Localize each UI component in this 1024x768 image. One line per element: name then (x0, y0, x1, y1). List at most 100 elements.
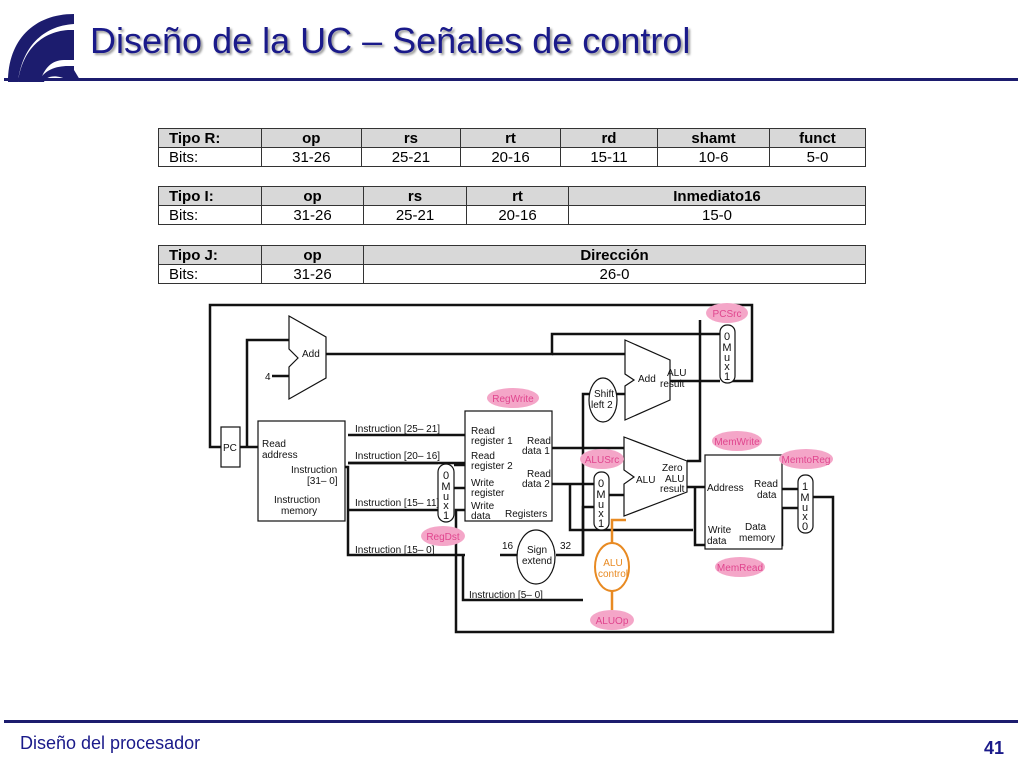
registers-label: register (471, 488, 505, 499)
table-cell: rt (460, 128, 561, 148)
mux-glyph: 0 (598, 478, 604, 490)
table-cell: Bits: (158, 264, 262, 284)
dmem-label: data (757, 490, 777, 501)
signal-bubble (779, 449, 833, 469)
alu-control-labels: ALU control (598, 558, 628, 580)
mux-glyph: 1 (598, 518, 604, 530)
add-label: Add (302, 349, 320, 360)
mux-glyph: u (443, 491, 449, 503)
table-cell: 31-26 (261, 264, 364, 284)
table-cell: Dirección (363, 245, 866, 265)
alu-output-label: ALU (665, 474, 684, 485)
format-table-r: Tipo R: op rs rt rd shamt funct Bits: 31… (158, 128, 867, 167)
instr-field-label: Instruction [25– 21] (355, 424, 440, 435)
table-header-row: Tipo J: op Dirección (158, 245, 866, 265)
mux-glyph: 1 (443, 510, 449, 522)
instr-field-label: Instruction [15– 11] (355, 498, 440, 509)
imem-label: Read (262, 439, 286, 450)
shift-label: left 2 (591, 400, 613, 411)
alu-control (594, 542, 630, 592)
control-signal-labels: PCSrc RegWrite ALUSrc MemWrite MemtoReg … (426, 309, 830, 627)
mux-glyph: M (596, 489, 605, 501)
registers-label: register 1 (471, 436, 513, 447)
signal-label-memread: MemRead (717, 563, 763, 574)
shift-left-2 (588, 377, 618, 423)
signal-label-aluop: ALUOp (596, 616, 629, 627)
table-row: Bits: 31-26 25-21 20-16 15-0 (158, 205, 866, 225)
datapath-wires (208, 303, 835, 634)
mux-glyph: x (443, 500, 449, 512)
table-cell: 15-11 (559, 147, 659, 167)
alu-output-label: result (660, 484, 685, 495)
signal-label-regdst: RegDst (426, 532, 460, 543)
instruction-memory (257, 420, 346, 522)
table-cell: Tipo I: (158, 186, 262, 206)
signal-label-alusrc: ALUSrc (585, 455, 619, 466)
table-cell: 31-26 (261, 147, 362, 167)
registers-label: Read (471, 451, 495, 462)
signal-label-memwrite: MemWrite (714, 437, 760, 448)
mux-glyph: u (724, 352, 730, 364)
imem-label: memory (281, 506, 317, 517)
table-cell: 15-0 (568, 205, 866, 225)
alu (623, 436, 688, 517)
page-number: 41 (984, 738, 1005, 758)
sign-extend (516, 529, 556, 585)
table-header-row: Tipo R: op rs rt rd shamt funct (158, 128, 867, 148)
mux-pcsrc (719, 324, 736, 384)
alu-label: ALU (636, 475, 655, 486)
mux-glyph: x (724, 361, 730, 373)
mux-glyph: 0 (802, 521, 808, 533)
component-labels: PC 4 Add Read address Instruction [31– 0… (223, 349, 778, 601)
table-row: Bits: 31-26 25-21 20-16 15-11 10-6 5-0 (158, 147, 867, 167)
mux-labels: 0 M u x 1 0 M u x 1 1 M u x 0 0 M u x 1 (441, 331, 809, 533)
dmem-label: Data (745, 522, 767, 533)
table-cell: rd (559, 128, 659, 148)
header-rule (4, 78, 1018, 81)
branch-add-label: result (660, 379, 685, 390)
table-header-row: Tipo I: op rs rt Inmediato16 (158, 186, 866, 206)
branch-adder (624, 339, 671, 421)
signal-bubble (580, 449, 624, 469)
table-cell: op (261, 128, 362, 148)
data-memory (704, 454, 783, 550)
registers-label: Read (527, 436, 551, 447)
signal-bubble (487, 388, 539, 408)
registers-label: data (471, 511, 491, 522)
const-four-label: 4 (265, 372, 271, 383)
mux-glyph: u (802, 502, 808, 514)
register-file (464, 410, 553, 522)
format-table-j: Tipo J: op Dirección Bits: 31-26 26-0 (158, 245, 866, 284)
signal-label-regwrite: RegWrite (492, 394, 534, 405)
pc-adder (288, 314, 327, 401)
shift-label: Shift (594, 389, 614, 400)
signal-bubble (712, 431, 762, 451)
mux-glyph: M (722, 342, 731, 354)
registers-label: register 2 (471, 461, 513, 472)
pc-label: PC (223, 443, 237, 454)
registers-label: data 2 (522, 479, 550, 490)
mux-glyph: M (800, 492, 809, 504)
table-cell: op (261, 186, 364, 206)
table-row: Bits: 31-26 26-0 (158, 264, 866, 284)
alu-control-label: control (598, 569, 628, 580)
table-cell: Bits: (158, 147, 262, 167)
dmem-label: memory (739, 533, 775, 544)
table-cell: op (261, 245, 364, 265)
table-cell: Bits: (158, 205, 262, 225)
control-signal-bubbles (421, 303, 833, 630)
mux-glyph: u (598, 499, 604, 511)
mux-memtoreg (797, 474, 814, 534)
slide-title: Diseño de la UC – Señales de control (90, 20, 691, 61)
dmem-label: data (707, 536, 727, 547)
branch-add-label: ALU (667, 368, 686, 379)
signal-bubble (590, 610, 634, 630)
sign-extend-label: extend (522, 556, 552, 567)
dmem-label: Address (707, 483, 744, 494)
mux-glyph: 1 (802, 481, 808, 493)
dmem-label: Read (754, 479, 778, 490)
branch-add-label: Add (638, 374, 656, 385)
registers-label: Read (527, 469, 551, 480)
table-cell: 20-16 (460, 147, 561, 167)
